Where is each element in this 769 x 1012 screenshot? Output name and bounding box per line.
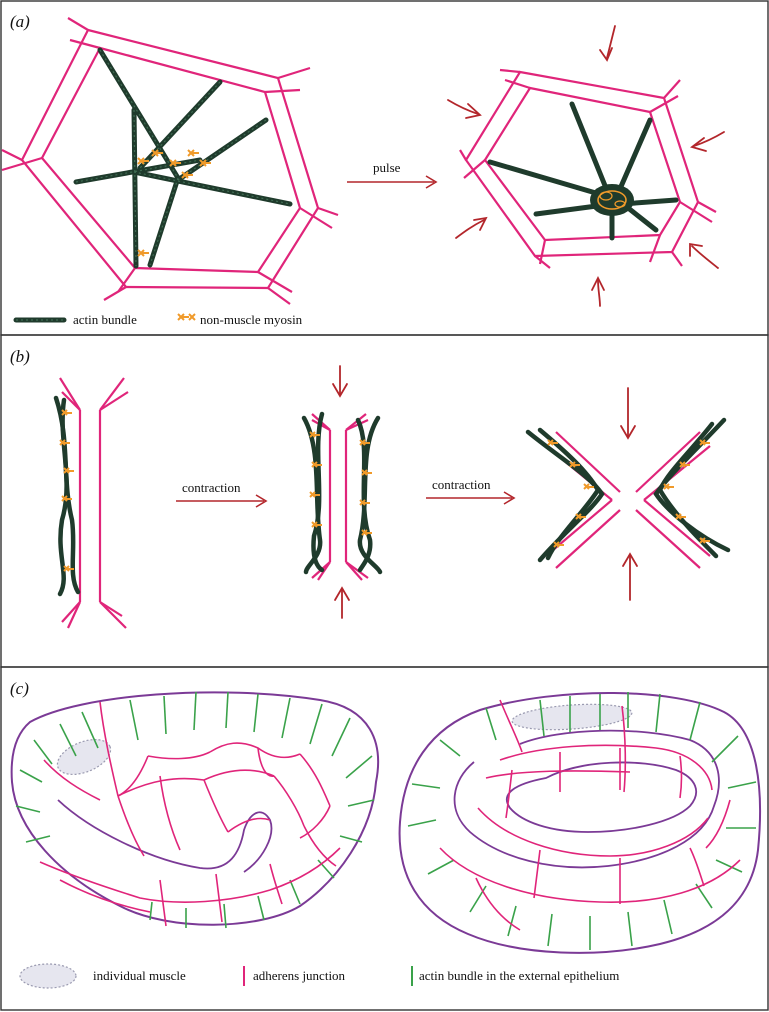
myosin-motor (361, 469, 372, 476)
actin-bundle (357, 415, 383, 575)
actin-bundle (355, 417, 373, 573)
myosin-motor (359, 439, 370, 446)
myosin-motor (137, 157, 149, 165)
myosin-motor (679, 461, 690, 468)
force-arrow (332, 365, 348, 398)
myosin-motor (553, 541, 564, 548)
myosin-motor (137, 249, 149, 257)
myosin-motor (63, 565, 74, 572)
force-arrow (689, 242, 719, 269)
myosin-motor (59, 439, 70, 446)
panel-c-organ-left (10, 691, 380, 929)
force-arrow (620, 387, 636, 440)
myosin-motor (359, 499, 370, 506)
epithelium-actin-right (407, 692, 757, 950)
force-arrow (334, 586, 350, 619)
myosin-motor (187, 149, 199, 157)
panel-b-letter: (b) (10, 347, 30, 366)
myosin-motor (181, 171, 193, 179)
organ-outline-right (398, 692, 762, 954)
adherens-junctions-right (439, 699, 741, 931)
panel-b-actin-3 (525, 417, 731, 563)
adherens-junctions-left (39, 701, 341, 927)
panel-c-organ-right (398, 692, 762, 954)
legend-myosin-label: non-muscle myosin (200, 312, 303, 327)
actin-bundle (97, 47, 181, 181)
contraction-arrow-2 (426, 491, 516, 505)
panel-b-force-arrows-2 (332, 365, 350, 619)
panel-a-force-arrows (447, 25, 725, 307)
myosin-motor (309, 431, 320, 438)
force-arrow (622, 552, 638, 601)
actin-bundle (175, 117, 269, 183)
actin-bundle (657, 421, 719, 559)
epithelium-actin-left (15, 691, 375, 929)
panel-a-myosin-left (137, 149, 211, 257)
panel-b-myosin-3 (547, 439, 710, 548)
contraction-arrow-1 (176, 494, 268, 508)
myosin-motor (199, 159, 211, 167)
organ-inner-fold-left (57, 799, 273, 873)
legend-junction-label: adherens junction (253, 968, 346, 983)
panel-b-myosin-1 (59, 409, 74, 572)
myosin-motor (361, 529, 372, 536)
myosin-motor (61, 495, 72, 502)
actin-bundle (57, 397, 69, 597)
myosin-motor (311, 521, 322, 528)
organ-lumen-right (505, 761, 698, 833)
pulse-arrow (347, 175, 438, 189)
panel-a-cell-right-junctions (459, 68, 717, 269)
force-arrow (599, 25, 616, 62)
actin-bundle (487, 159, 609, 199)
myosin-motor (583, 483, 594, 490)
legend-muscle-swatch (19, 963, 77, 989)
force-arrow (591, 275, 605, 307)
myosin-motor (61, 409, 72, 416)
force-arrow (690, 131, 725, 152)
myosin-motor (63, 467, 74, 474)
actin-bundle (301, 415, 323, 575)
actin-bundle (613, 117, 653, 201)
pulse-label: pulse (373, 160, 401, 175)
myosin-motor (675, 513, 686, 520)
myosin-motor (663, 483, 674, 490)
force-arrow (447, 99, 482, 119)
panel-b-force-arrows-3 (620, 387, 638, 601)
panel-c-letter: (c) (10, 679, 29, 698)
legend-epithelium-actin-label: actin bundle in the external epithelium (419, 968, 619, 983)
myosin-motor (151, 149, 163, 157)
myosin-motor (547, 439, 558, 446)
actin-bundle (131, 107, 139, 269)
muscle-patch (511, 703, 633, 731)
legend-myosin-swatch (177, 313, 196, 321)
legend-muscle-label: individual muscle (93, 968, 186, 983)
organ-inner-ring-right (453, 729, 720, 869)
actin-knot (590, 184, 634, 216)
actin-bundle (537, 427, 601, 561)
panel-a-cell-left-junctions (1, 17, 339, 305)
force-arrow (455, 216, 488, 239)
panel-a-actin-bundles-right (487, 101, 679, 241)
myosin-motor (575, 513, 586, 520)
panel-b-myosin-2 (309, 431, 372, 536)
organ-outline-left (10, 691, 380, 926)
myosin-motor (569, 461, 580, 468)
actin-bundle (569, 101, 613, 201)
myosin-motor (699, 537, 710, 544)
legend-actin-label: actin bundle (73, 312, 137, 327)
panel-a-letter: (a) (10, 12, 30, 31)
myosin-motor (169, 159, 181, 167)
myosin-motor (699, 439, 710, 446)
panel-a-actin-bundles-left (73, 47, 293, 269)
panel-b-actin-1 (53, 395, 81, 597)
panel-b-junction-1 (59, 377, 129, 629)
myosin-motor (309, 491, 320, 498)
contraction-label-1: contraction (182, 480, 241, 495)
contraction-label-2: contraction (432, 477, 491, 492)
panel-a-actin-texture-left (75, 49, 291, 267)
myosin-motor (311, 461, 322, 468)
panel-c-frame (0, 666, 769, 1011)
